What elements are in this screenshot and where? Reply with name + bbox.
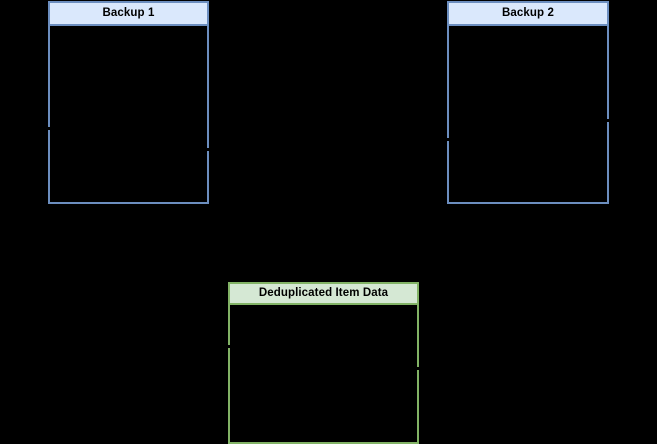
node-deduplicated-item-data-anchor-left[interactable]: [228, 345, 231, 348]
node-backup-1[interactable]: Backup 1: [48, 1, 209, 204]
node-backup-2-body: [449, 26, 607, 202]
node-backup-2-anchor-left[interactable]: [447, 138, 450, 141]
node-backup-1-title: Backup 1: [50, 3, 207, 26]
node-backup-1-anchor-right[interactable]: [206, 148, 209, 151]
node-backup-1-anchor-left[interactable]: [48, 127, 51, 130]
node-backup-1-body: [50, 26, 207, 202]
node-deduplicated-item-data[interactable]: Deduplicated Item Data: [228, 282, 419, 444]
node-backup-2-anchor-right[interactable]: [606, 119, 609, 122]
node-deduplicated-item-data-anchor-right[interactable]: [416, 367, 419, 370]
node-backup-2[interactable]: Backup 2: [447, 1, 609, 204]
node-backup-2-title: Backup 2: [449, 3, 607, 26]
node-deduplicated-item-data-body: [230, 305, 417, 442]
node-deduplicated-item-data-title: Deduplicated Item Data: [230, 284, 417, 305]
